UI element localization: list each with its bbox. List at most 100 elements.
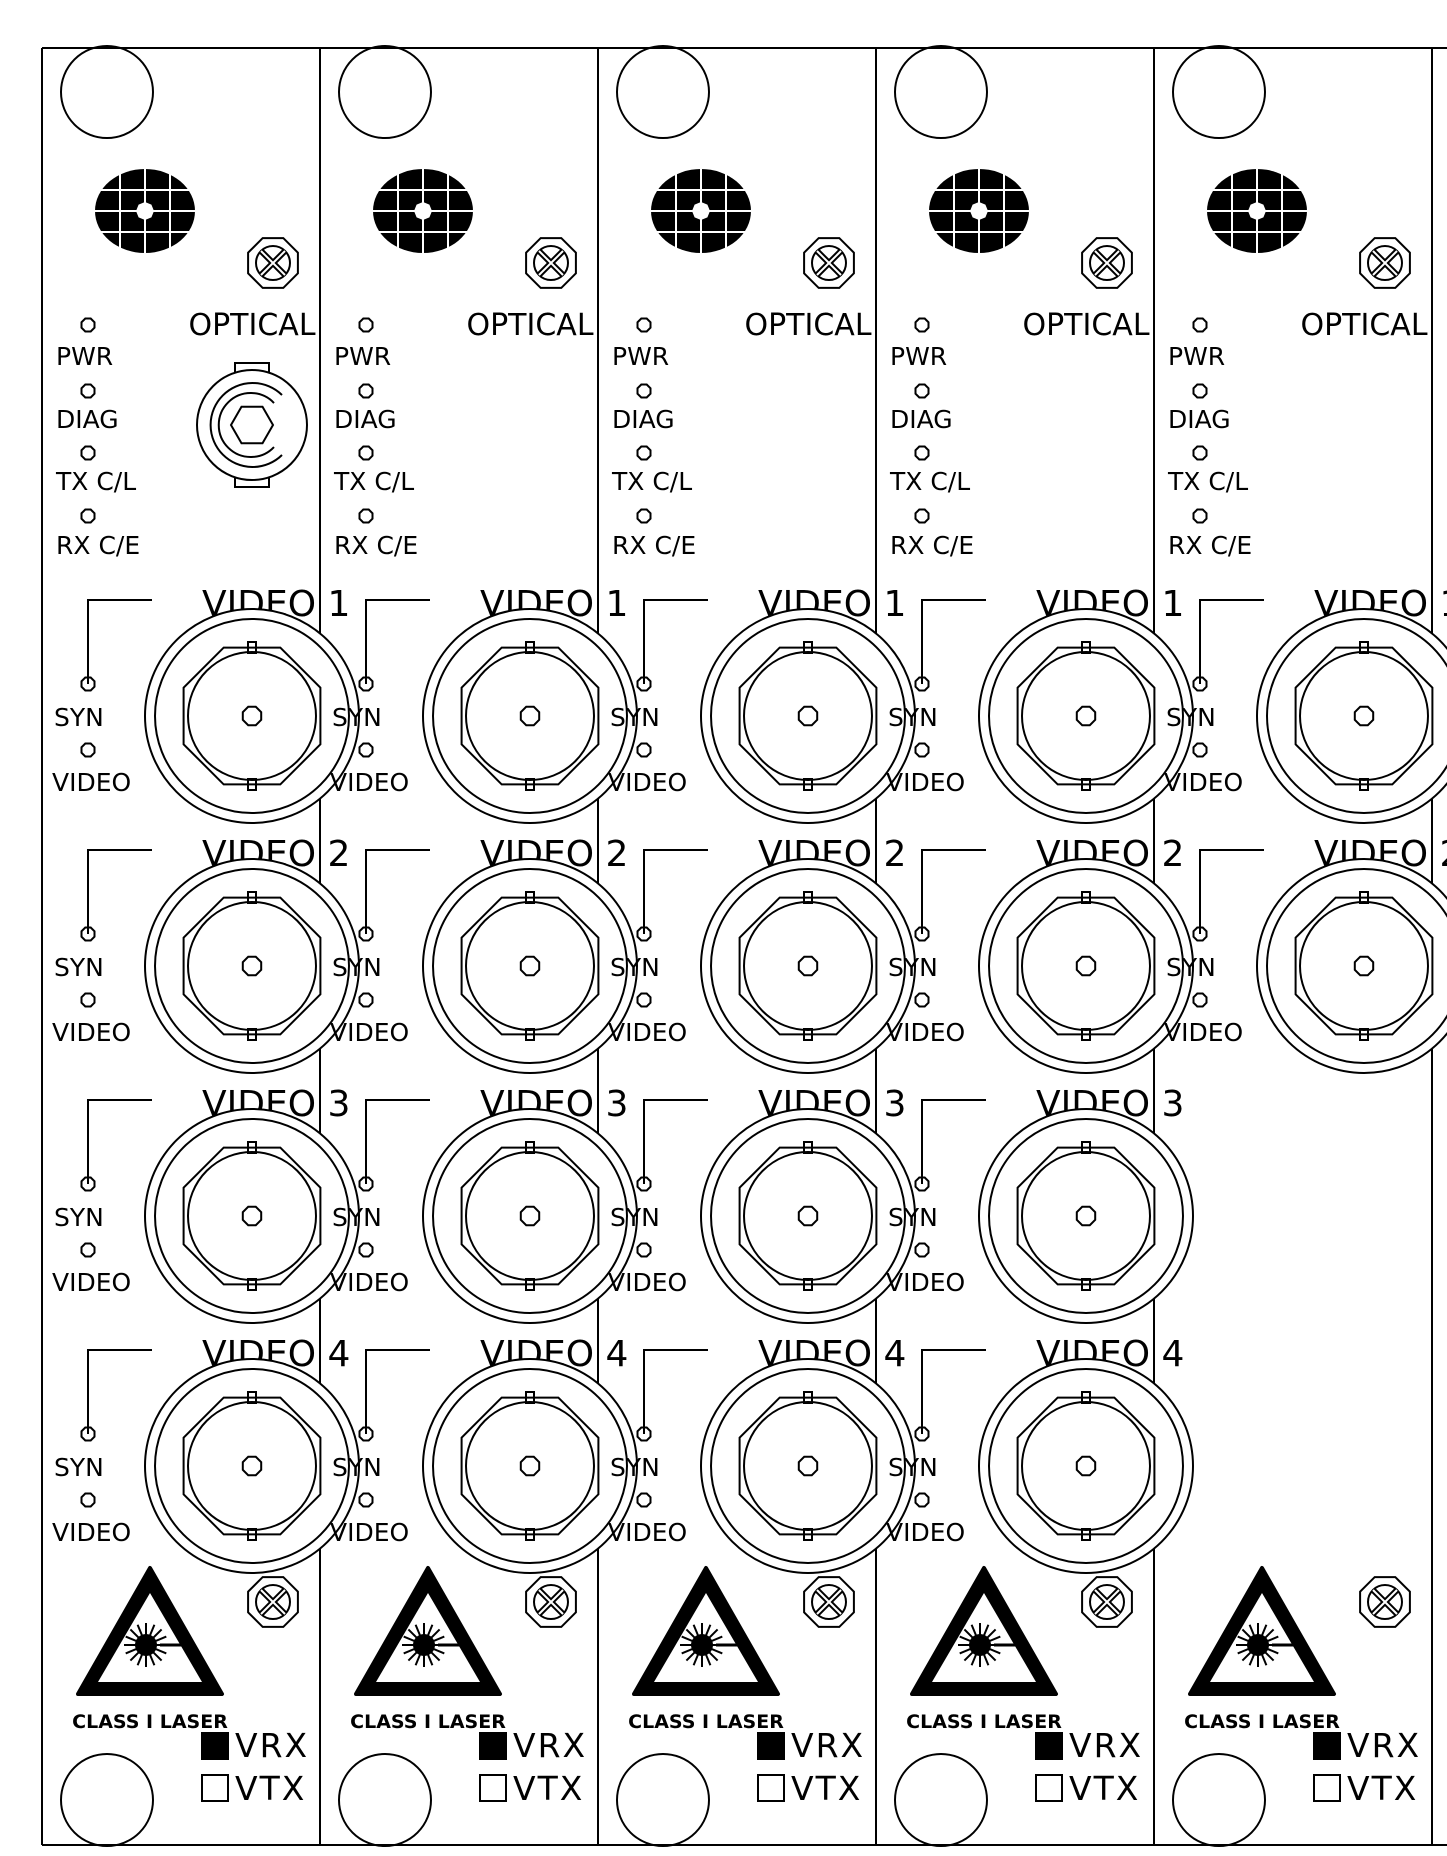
bnc-connector-icon	[978, 1108, 1194, 1324]
bnc-connector-icon	[422, 1108, 638, 1324]
led-indicator-icon	[914, 742, 930, 758]
led-video-label: VIDEO	[886, 1268, 965, 1297]
vtx-label: VTX	[1347, 1769, 1418, 1808]
captive-screw-icon	[1081, 237, 1133, 289]
rx-label: RX C/E	[612, 531, 696, 560]
led-indicator-icon	[80, 742, 96, 758]
checkbox-icon	[757, 1732, 785, 1760]
pwr-label: PWR	[612, 342, 669, 371]
led-indicator-icon	[636, 676, 652, 692]
led-indicator-icon	[636, 926, 652, 942]
led-video-label: VIDEO	[330, 1268, 409, 1297]
led-indicator-icon	[80, 992, 96, 1008]
mounting-hole-icon	[1172, 45, 1266, 139]
led-video-label: VIDEO	[52, 1018, 131, 1047]
rx-label: RX C/E	[1168, 531, 1252, 560]
led-indicator-icon	[914, 317, 930, 333]
rx-label: RX C/E	[334, 531, 418, 560]
pwr-label: PWR	[1168, 342, 1225, 371]
led-indicator-icon	[1192, 676, 1208, 692]
syn-label: SYN	[332, 1203, 382, 1232]
led-indicator-icon	[914, 1176, 930, 1192]
vrx-label: VRX	[1347, 1726, 1421, 1765]
mounting-hole-icon	[616, 45, 710, 139]
channel-bracket	[643, 849, 708, 934]
channel-bracket	[921, 849, 986, 934]
led-indicator-icon	[358, 676, 374, 692]
channel-bracket	[643, 1099, 708, 1184]
diag-label: DIAG	[1168, 405, 1231, 434]
optical-label: OPTICAL	[188, 308, 315, 343]
led-indicator-icon	[636, 508, 652, 524]
led-indicator-icon	[914, 383, 930, 399]
captive-screw-icon	[247, 237, 299, 289]
checkbox-icon	[1035, 1774, 1063, 1802]
checkbox-icon	[479, 1732, 507, 1760]
led-indicator-icon	[914, 676, 930, 692]
checkbox-icon	[479, 1774, 507, 1802]
led-indicator-icon	[80, 1242, 96, 1258]
syn-label: SYN	[610, 1453, 660, 1482]
tx-label: TX C/L	[55, 467, 136, 496]
laser-warning-icon	[1188, 1566, 1336, 1696]
diag-label: DIAG	[890, 405, 953, 434]
syn-label: SYN	[888, 703, 938, 732]
checkbox-icon	[201, 1774, 229, 1802]
led-indicator-icon	[1192, 926, 1208, 942]
led-indicator-icon	[358, 742, 374, 758]
led-indicator-icon	[636, 1176, 652, 1192]
rx-label: RX C/E	[890, 531, 974, 560]
led-indicator-icon	[80, 926, 96, 942]
fiber-globe-icon	[1207, 169, 1307, 253]
led-indicator-icon	[80, 317, 96, 333]
vtx-label: VTX	[1069, 1769, 1140, 1808]
bnc-connector-icon	[144, 1108, 360, 1324]
class-laser-label: CLASS I LASER	[350, 1711, 506, 1733]
led-indicator-icon	[1192, 317, 1208, 333]
bnc-connector-icon	[144, 1358, 360, 1574]
channel-bracket	[921, 1099, 986, 1184]
captive-screw-icon	[1081, 1576, 1133, 1628]
laser-warning-icon	[632, 1566, 780, 1696]
led-indicator-icon	[636, 742, 652, 758]
channel-bracket	[365, 849, 430, 934]
led-indicator-icon	[80, 1176, 96, 1192]
syn-label: SYN	[332, 1453, 382, 1482]
led-indicator-icon	[914, 1426, 930, 1442]
bnc-connector-icon	[144, 608, 360, 824]
led-indicator-icon	[358, 1242, 374, 1258]
syn-label: SYN	[610, 953, 660, 982]
diag-label: DIAG	[612, 405, 675, 434]
led-indicator-icon	[358, 1492, 374, 1508]
channel-bracket	[365, 1349, 430, 1434]
checkbox-icon	[757, 1774, 785, 1802]
fiber-globe-icon	[373, 169, 473, 253]
led-video-label: VIDEO	[330, 1518, 409, 1547]
led-indicator-icon	[914, 926, 930, 942]
led-video-label: VIDEO	[886, 768, 965, 797]
captive-screw-icon	[803, 237, 855, 289]
channel-bracket	[87, 1099, 152, 1184]
syn-label: SYN	[610, 703, 660, 732]
syn-label: SYN	[888, 1203, 938, 1232]
led-indicator-icon	[80, 1426, 96, 1442]
pwr-label: PWR	[890, 342, 947, 371]
checkbox-icon	[1035, 1732, 1063, 1760]
bnc-connector-icon	[1256, 608, 1447, 824]
led-video-label: VIDEO	[608, 768, 687, 797]
led-indicator-icon	[1192, 383, 1208, 399]
vtx-label: VTX	[513, 1769, 584, 1808]
